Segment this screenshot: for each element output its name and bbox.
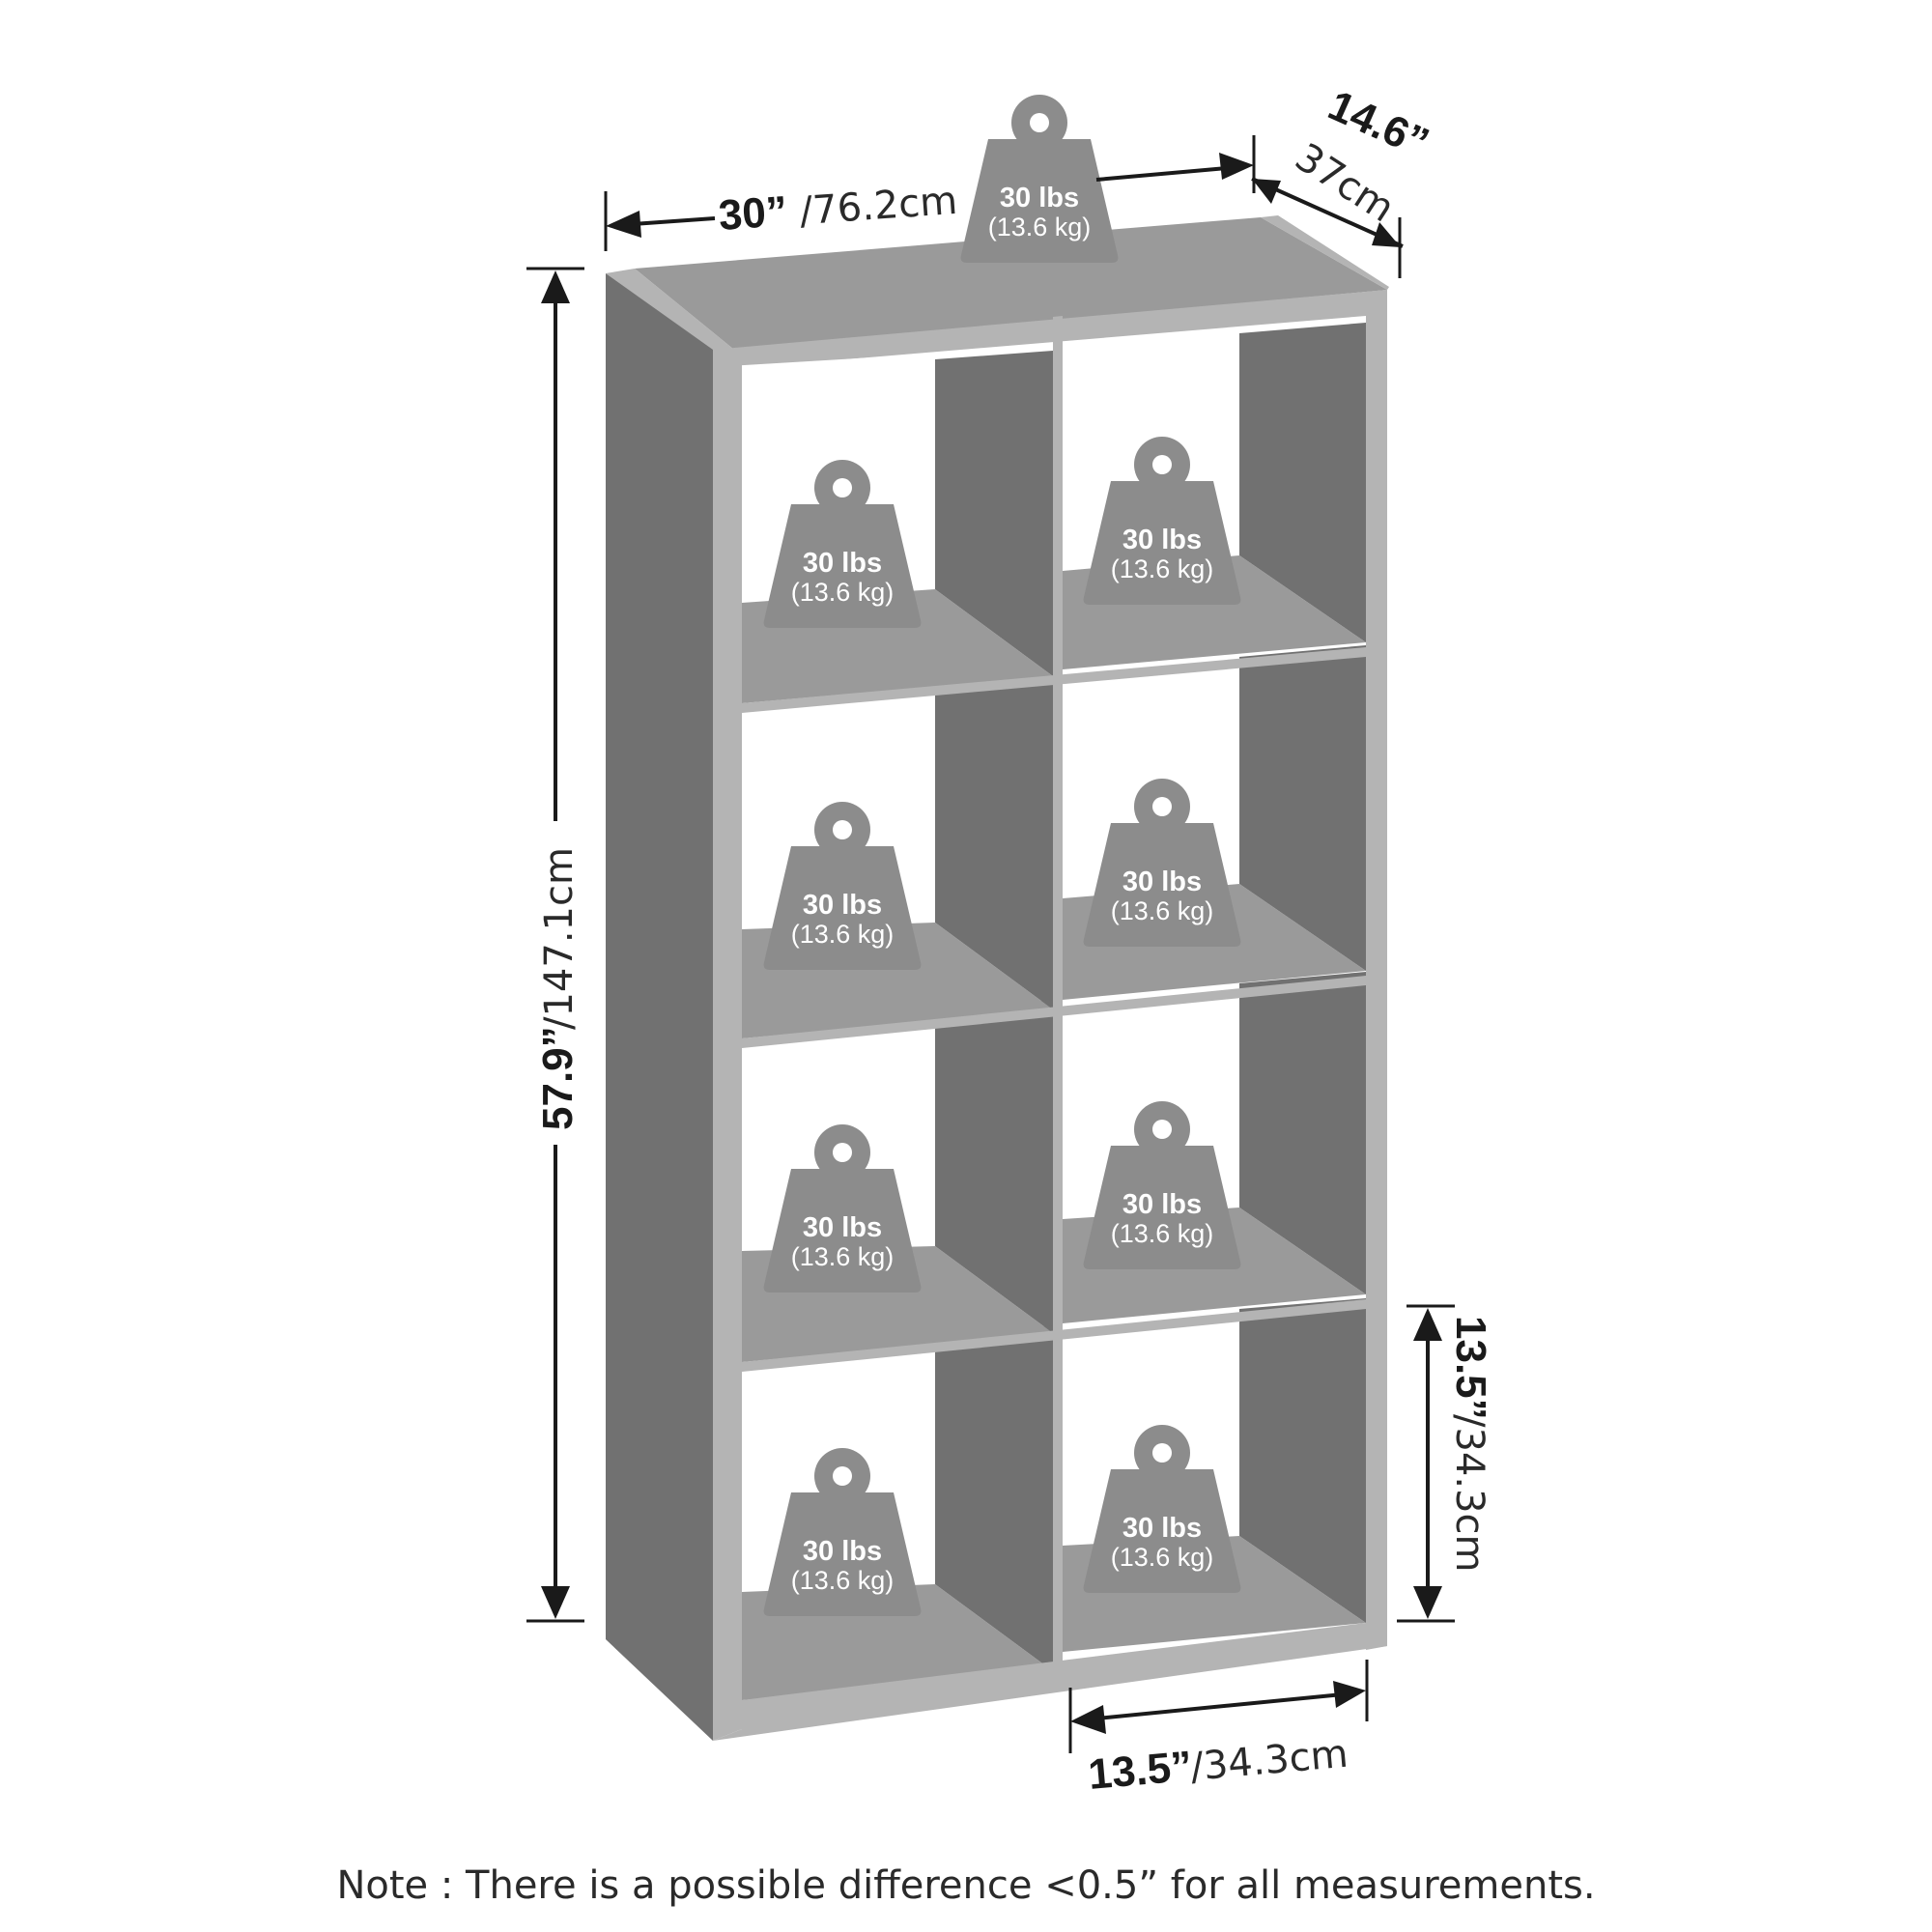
weight-kg-label: (13.6 kg) <box>791 920 895 949</box>
top-front-edge <box>713 290 1387 367</box>
weight-lbs-label: 30 lbs <box>1122 867 1202 897</box>
bookcase <box>606 215 1389 1741</box>
cube-width-dimension-line <box>1068 1660 1369 1753</box>
weight-kg-label: (13.6 kg) <box>1111 1543 1214 1572</box>
weight-icon: 30 lbs (13.6 kg) <box>1083 1425 1241 1593</box>
left-side-panel <box>606 273 713 1741</box>
cube-width-label: 13.5” /34.3cm <box>1087 1732 1350 1799</box>
depth-dimension-line <box>1251 177 1404 278</box>
weight-lbs-label: 30 lbs <box>803 1536 882 1567</box>
height-label: 57.9” /147.1cm <box>534 847 582 1130</box>
width-dimension-line <box>604 135 1256 251</box>
top-surface <box>635 217 1387 350</box>
weight-icon: 30 lbs (13.6 kg) <box>763 460 922 628</box>
depth-label: 14.6” 37cm <box>1288 81 1436 231</box>
cube-height-metric: /34.3cm <box>1447 1414 1492 1573</box>
right-top-edge <box>1261 215 1389 290</box>
weight-kg-label: (13.6 kg) <box>1111 896 1214 925</box>
weight-lbs-label: 30 lbs <box>803 1212 882 1243</box>
height-imperial: 57.9” <box>534 1026 582 1130</box>
cube-height-imperial: 13.5” <box>1447 1316 1494 1420</box>
cell-walls <box>935 323 1366 1671</box>
front-frame <box>713 290 1387 1741</box>
weight-icon: 30 lbs (13.6 kg) <box>1083 437 1241 605</box>
weight-icon: 30 lbs (13.6 kg) <box>960 95 1119 263</box>
weight-icon: 30 lbs (13.6 kg) <box>1083 779 1241 947</box>
dimension-labels: 30” /76.2cm 14.6” 37cm 57.9” /147.1cm 13… <box>534 81 1494 1799</box>
cube-width-metric: /34.3cm <box>1188 1732 1350 1790</box>
weight-lbs-label: 30 lbs <box>1000 183 1079 213</box>
weight-icons: 30 lbs (13.6 kg) 30 lbs (13.6 kg) 30 lbs… <box>763 95 1241 1616</box>
width-label: 30” /76.2cm <box>717 179 958 240</box>
cube-height-label: 13.5” /34.3cm <box>1447 1316 1494 1573</box>
left-top-edge <box>606 269 734 350</box>
weight-lbs-label: 30 lbs <box>803 548 882 579</box>
cube-height-dimension-line <box>1397 1304 1455 1623</box>
weight-kg-label: (13.6 kg) <box>1111 1219 1214 1248</box>
weight-icon: 30 lbs (13.6 kg) <box>763 1448 922 1616</box>
weight-icon: 30 lbs (13.6 kg) <box>1083 1101 1241 1269</box>
weight-lbs-label: 30 lbs <box>803 890 882 921</box>
weight-icon: 30 lbs (13.6 kg) <box>763 1124 922 1293</box>
cube-width-imperial: 13.5” <box>1087 1743 1195 1799</box>
weight-kg-label: (13.6 kg) <box>791 1566 895 1595</box>
weight-icon: 30 lbs (13.6 kg) <box>763 802 922 970</box>
weight-lbs-label: 30 lbs <box>1122 1513 1202 1544</box>
height-dimension-line <box>526 267 584 1623</box>
width-metric: /76.2cm <box>798 179 958 234</box>
height-metric: /147.1cm <box>537 847 582 1030</box>
weight-lbs-label: 30 lbs <box>1122 525 1202 555</box>
weight-kg-label: (13.6 kg) <box>791 578 895 607</box>
dimension-lines <box>526 135 1455 1753</box>
weight-kg-label: (13.6 kg) <box>1111 554 1214 583</box>
weight-kg-label: (13.6 kg) <box>988 213 1092 242</box>
measurement-note: Note : There is a possible difference <0… <box>336 1863 1595 1908</box>
weight-lbs-label: 30 lbs <box>1122 1189 1202 1220</box>
width-imperial: 30” <box>717 187 788 240</box>
weight-kg-label: (13.6 kg) <box>791 1242 895 1271</box>
